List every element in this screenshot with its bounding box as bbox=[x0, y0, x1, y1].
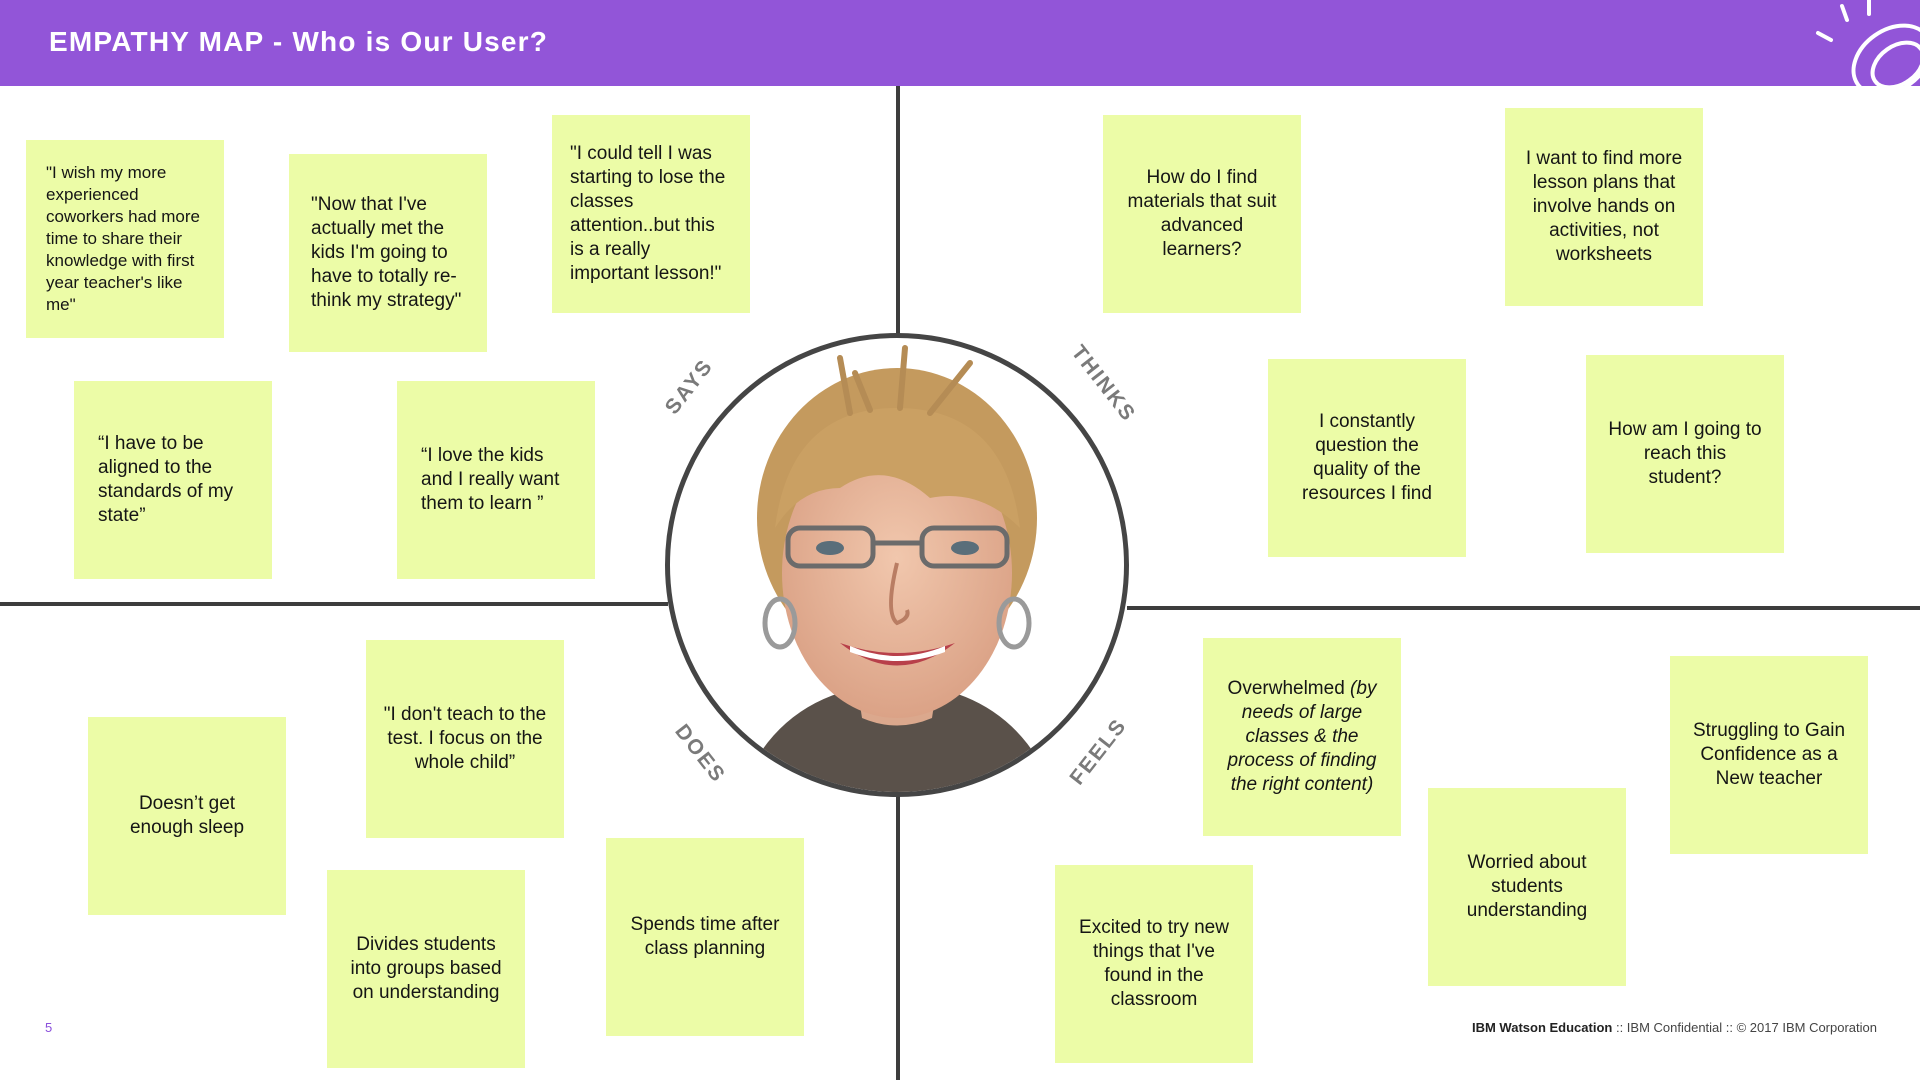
note-text: Spends time after class planning bbox=[630, 914, 780, 959]
sticky-note: How do I find materials that suit advanc… bbox=[1103, 115, 1301, 313]
sticky-note: Doesn’t get enough sleep bbox=[88, 717, 286, 915]
divider-horizontal-right bbox=[1127, 606, 1920, 610]
sticky-note: "I could tell I was starting to lose the… bbox=[552, 115, 750, 313]
footer-brand: IBM Watson Education bbox=[1471, 1020, 1613, 1035]
quadrant-label-says: SAYS bbox=[660, 354, 718, 419]
note-text-main: Overwhelmed bbox=[1227, 678, 1351, 699]
sticky-note: "I don't teach to the test. I focus on t… bbox=[366, 640, 564, 838]
note-text: "Now that I've actually met the kids I'm… bbox=[311, 194, 462, 311]
page-number: 5 bbox=[45, 1020, 53, 1035]
divider-vertical-bottom bbox=[896, 795, 900, 1080]
sticky-note: "Now that I've actually met the kids I'm… bbox=[289, 154, 487, 352]
note-text: “I love the kids and I really want them … bbox=[421, 445, 560, 514]
quadrant-label-does: DOES bbox=[670, 720, 730, 788]
note-text: How do I find materials that suit advanc… bbox=[1127, 167, 1277, 260]
note-text: How am I going to reach this student? bbox=[1608, 419, 1762, 488]
note-text: Excited to try new things that I've foun… bbox=[1079, 917, 1229, 1010]
note-text: Divides students into groups based on un… bbox=[350, 934, 502, 1003]
note-text: Worried about students understanding bbox=[1466, 852, 1588, 921]
note-text: I want to find more lesson plans that in… bbox=[1525, 148, 1683, 265]
sticky-note: Struggling to Gain Confidence as a New t… bbox=[1670, 656, 1868, 854]
sticky-note: I constantly question the quality of the… bbox=[1268, 359, 1466, 557]
sticky-note: How am I going to reach this student? bbox=[1586, 355, 1784, 553]
sticky-note: “I have to be aligned to the standards o… bbox=[74, 381, 272, 579]
sticky-note: "I wish my more experienced coworkers ha… bbox=[26, 140, 224, 338]
sticky-note: Divides students into groups based on un… bbox=[327, 870, 525, 1068]
divider-horizontal-left bbox=[0, 602, 668, 606]
note-text: Doesn’t get enough sleep bbox=[129, 793, 245, 838]
sticky-note: Overwhelmed (by needs of large classes &… bbox=[1203, 638, 1401, 836]
page-title: EMPATHY MAP - Who is Our User? bbox=[49, 26, 549, 57]
portrait-illustration bbox=[740, 345, 1054, 792]
sticky-note: “I love the kids and I really want them … bbox=[397, 381, 595, 579]
sticky-note: I want to find more lesson plans that in… bbox=[1505, 108, 1703, 306]
ibm-sun-icon bbox=[1816, 0, 1920, 86]
footer-text: IBM Watson Education :: IBM Confidential… bbox=[1472, 1020, 1877, 1035]
note-text: "I don't teach to the test. I focus on t… bbox=[383, 704, 547, 773]
sticky-note: Spends time after class planning bbox=[606, 838, 804, 1036]
quadrant-label-thinks: THINKS bbox=[1066, 341, 1141, 427]
note-text: Struggling to Gain Confidence as a New t… bbox=[1692, 720, 1846, 789]
header-bar: EMPATHY MAP - Who is Our User? bbox=[0, 0, 1920, 86]
note-text: Overwhelmed (by needs of large classes &… bbox=[1221, 677, 1383, 797]
user-portrait bbox=[665, 333, 1129, 797]
note-text: "I wish my more experienced coworkers ha… bbox=[46, 163, 201, 314]
note-text: "I could tell I was starting to lose the… bbox=[570, 143, 726, 284]
note-text-italic: (by needs of large classes & the process… bbox=[1227, 678, 1377, 795]
note-text: “I have to be aligned to the standards o… bbox=[98, 433, 234, 526]
divider-vertical-top bbox=[896, 86, 900, 336]
sticky-note: Excited to try new things that I've foun… bbox=[1055, 865, 1253, 1063]
footer-legal: :: IBM Confidential :: © 2017 IBM Corpor… bbox=[1612, 1020, 1877, 1035]
sticky-note: Worried about students understanding bbox=[1428, 788, 1626, 986]
quadrant-label-feels: FEELS bbox=[1065, 714, 1132, 790]
note-text: I constantly question the quality of the… bbox=[1302, 411, 1432, 504]
